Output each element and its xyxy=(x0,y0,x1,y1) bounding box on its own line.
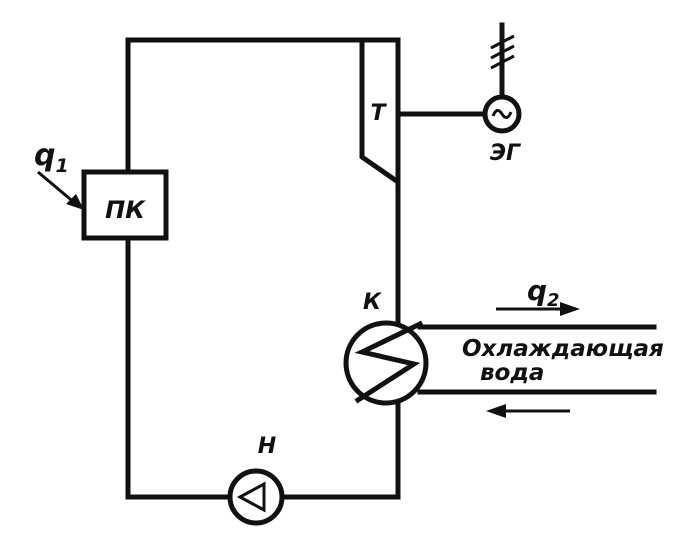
return-water-arrow-head xyxy=(486,404,506,418)
generator-tilde xyxy=(491,109,513,119)
condenser-circle xyxy=(343,320,429,406)
boiler-label: ПК xyxy=(105,196,146,224)
pipe-boiler-to-turbine xyxy=(125,37,365,175)
pipe-pump-to-boiler xyxy=(125,235,233,500)
heat-in-arrow xyxy=(37,170,77,206)
boiler-box xyxy=(81,169,169,241)
heat-out-label: q2 xyxy=(527,274,560,311)
heat-in-arrow-head xyxy=(66,194,84,210)
heat-in-label: q1 xyxy=(34,138,69,177)
pipe-condenser-to-pump xyxy=(279,401,401,500)
pump-triangle xyxy=(236,481,266,513)
turbine-shape xyxy=(359,37,401,187)
generator-grid-hatches xyxy=(490,34,515,70)
pump-label: Н xyxy=(258,434,276,459)
cooling-water-label-line2: вода xyxy=(480,360,544,386)
cooling-water-label-line1: Охлаждающая xyxy=(462,336,664,362)
heat-out-arrow-head xyxy=(560,302,580,316)
pump-circle xyxy=(227,468,285,526)
turbine-label: Т xyxy=(370,101,387,126)
condenser-coil xyxy=(354,320,424,404)
condenser-label: К xyxy=(363,290,382,315)
generator-label: ЭГ xyxy=(490,141,521,166)
